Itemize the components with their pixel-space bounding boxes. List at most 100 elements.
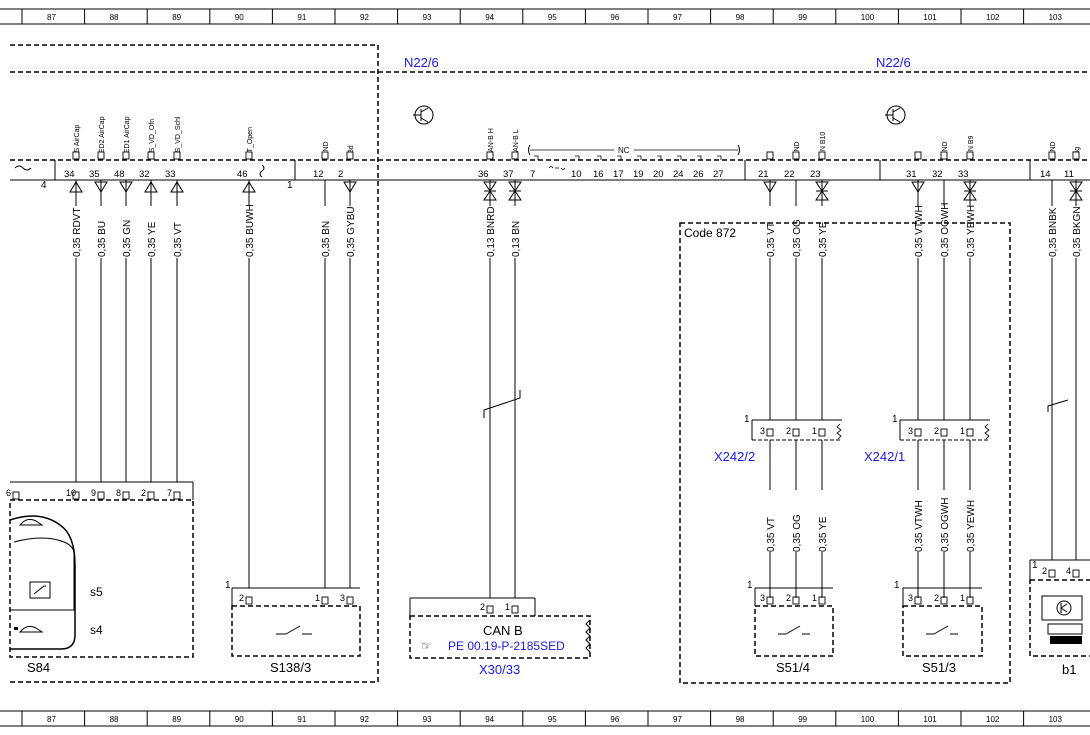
wire-label: 0,35 BKGN [1072,206,1083,257]
wire-label: 0,35 BU [97,221,108,257]
ruler-number: 94 [485,715,494,724]
pin-box [818,428,826,437]
connector-pin-number: 1 [812,426,817,436]
wire-label: 0,35 YEWH [966,205,977,257]
ruler-number: 90 [235,13,244,22]
wire-label: 0,35 YE [818,221,829,257]
component-pin-number: 9 [91,488,96,498]
pin-signal-name: CAN-B L [513,129,520,157]
ruler-number: 91 [297,715,306,724]
ruler-number: 89 [172,13,181,22]
s51-3-label: S51/3 [922,660,956,675]
wire-label: 0,35 VT [766,517,777,552]
pin-number: 46 [237,169,248,180]
pin-number: 31 [906,169,917,180]
ruler-number: 101 [923,715,937,724]
ruler-number: 98 [736,715,745,724]
component-pin-number: 8 [116,488,121,498]
pin-box [122,491,130,500]
pin-signal-name: LED2 AirCap [99,116,106,157]
s51-4-label: S51/4 [776,660,810,675]
ruler-number: 88 [110,13,119,22]
ruler-number: 99 [798,13,807,22]
pin-box [245,596,253,605]
pin-signal-name: GND [942,141,949,157]
component-pin-number: 2 [786,593,791,603]
ruler-number: 87 [47,715,56,724]
pin-number: 1 [287,180,293,191]
component-pin-number: 2 [934,593,939,603]
ruler-number: 101 [923,13,937,22]
wire-label: 0,35 BN [321,221,332,257]
x30-33-label: X30/33 [479,662,520,677]
pin-box [792,596,800,605]
wire-label: 0,35 YEWH [966,500,977,552]
ruler-number: 93 [423,13,432,22]
transistor-icon [885,105,906,125]
s138-pin-mark: 1 [225,580,231,591]
ruler-number: 95 [548,715,557,724]
can-b-connector [409,597,591,659]
component-pin-number: 2 [141,488,146,498]
s51-4-switch [754,587,834,657]
pin-number: 32 [139,169,150,180]
wire-label: 0,35 VTWH [914,205,925,257]
pin-box [1048,569,1056,578]
pin-box [486,151,494,160]
wire-label: 0,13 BN [511,221,522,257]
component-pin-number: 6 [6,488,11,498]
ruler-number: 97 [673,13,682,22]
can-b-reference-link[interactable]: PE 00.19-P-2185SED [448,639,565,653]
pin-box [12,491,20,500]
component-pin-number: 2 [480,602,485,612]
s51-4-pin-mark: 1 [747,580,753,591]
ruler-number: 90 [235,715,244,724]
component-pin-number: 1 [812,593,817,603]
nc-label: NC [618,146,630,155]
pin-number: 22 [784,169,795,180]
pin-box [966,596,974,605]
pin-number: 36 [478,169,489,180]
pin-signal-name: CAN-B H [488,128,495,157]
ruler-number: 89 [172,715,181,724]
pin-box [766,428,774,437]
pin-box [173,491,181,500]
code-872-boundary [679,222,1011,684]
pin-box [766,151,774,160]
pin-box [321,596,329,605]
ruler-number: 92 [360,715,369,724]
pin-number: 48 [114,169,125,180]
nc-pin-number: 24 [673,169,684,180]
s51-3-switch [902,587,983,657]
ruler-number: 103 [1049,715,1063,724]
pin-number: 35 [89,169,100,180]
nc-pin-number: 27 [713,169,724,180]
pin-box [1048,151,1056,160]
wire-label: 0,35 VT [173,222,184,257]
pin-number: 11 [1064,169,1074,180]
ruler-number: 100 [861,13,875,22]
connector-pin-number: 2 [786,426,791,436]
ruler-number: 96 [610,13,619,22]
connector-pin-number: 3 [908,426,913,436]
s84-label: S84 [27,660,50,675]
connector-pin-number: 1 [960,426,965,436]
connector-pin-number: 3 [760,426,765,436]
module-boundary [10,44,1090,683]
wire-label: 0,35 BUWH [245,204,256,257]
component-pin-number: 3 [340,593,345,603]
wire-label: 0,35 OGWH [940,498,951,552]
pin-box [346,596,354,605]
wire-label: 0,35 OG [792,514,803,552]
pin-number: 12 [313,169,324,180]
ruler-number: 88 [110,715,119,724]
hand-pointer-icon: ☞ [421,639,432,653]
pin-box [97,151,105,160]
pin-box [766,596,774,605]
wire-label: 0,35 RDVT [72,208,83,257]
ruler-number: 103 [1049,13,1063,22]
s138-switch [231,587,361,657]
